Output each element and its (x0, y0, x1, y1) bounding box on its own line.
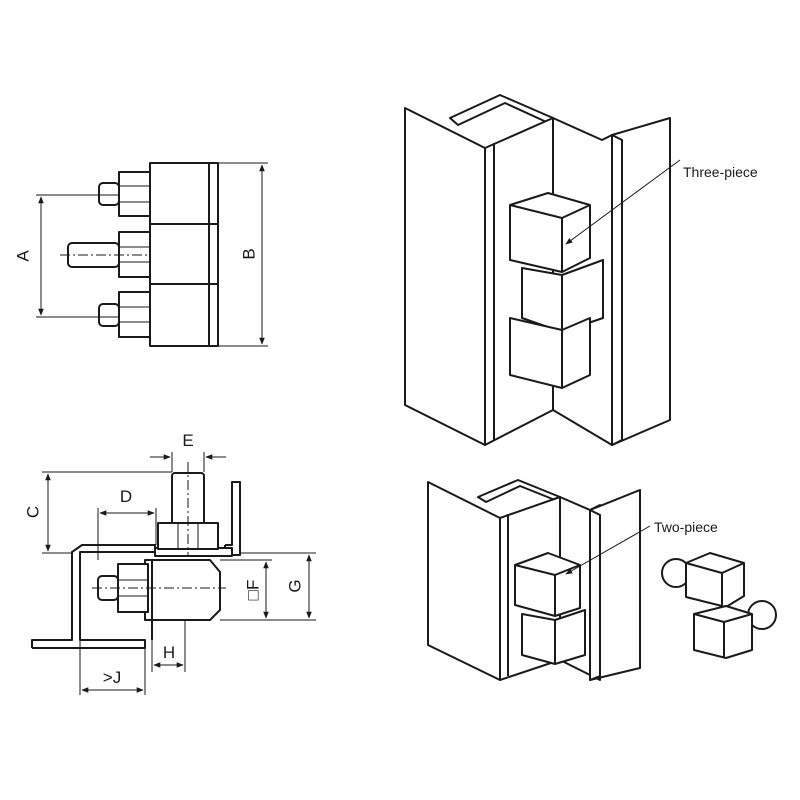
dimension-g-label: G (285, 579, 304, 592)
two-piece-exploded (661, 552, 777, 659)
bolt-bottom (98, 291, 151, 338)
dimension-a-label: A (13, 250, 32, 262)
knuckle-lower (521, 609, 586, 665)
dimension-b-label: B (239, 248, 258, 259)
two-piece-assembly: Two-piece (427, 479, 718, 681)
front-view: A B (13, 162, 268, 347)
hinge-body (149, 162, 219, 347)
bolt-top (98, 171, 151, 217)
dimension-c-label: C (23, 506, 42, 518)
three-piece-assembly: Three-piece (404, 94, 758, 446)
dimension-j-label: >J (103, 668, 121, 687)
two-piece-label: Two-piece (654, 519, 718, 535)
knuckle-bottom (509, 317, 591, 389)
bolt-middle (60, 231, 151, 278)
dimension-d-label: D (120, 487, 132, 506)
knuckle-upper (514, 552, 581, 617)
knuckle-middle (521, 259, 604, 333)
side-view: C D E □F G H >J (23, 431, 316, 695)
knuckle-top (509, 192, 591, 273)
dimension-e-label: E (182, 431, 193, 450)
dimension-f-label: □F (243, 580, 262, 601)
three-piece-label: Three-piece (683, 164, 758, 180)
dimension-h-label: H (163, 643, 175, 662)
